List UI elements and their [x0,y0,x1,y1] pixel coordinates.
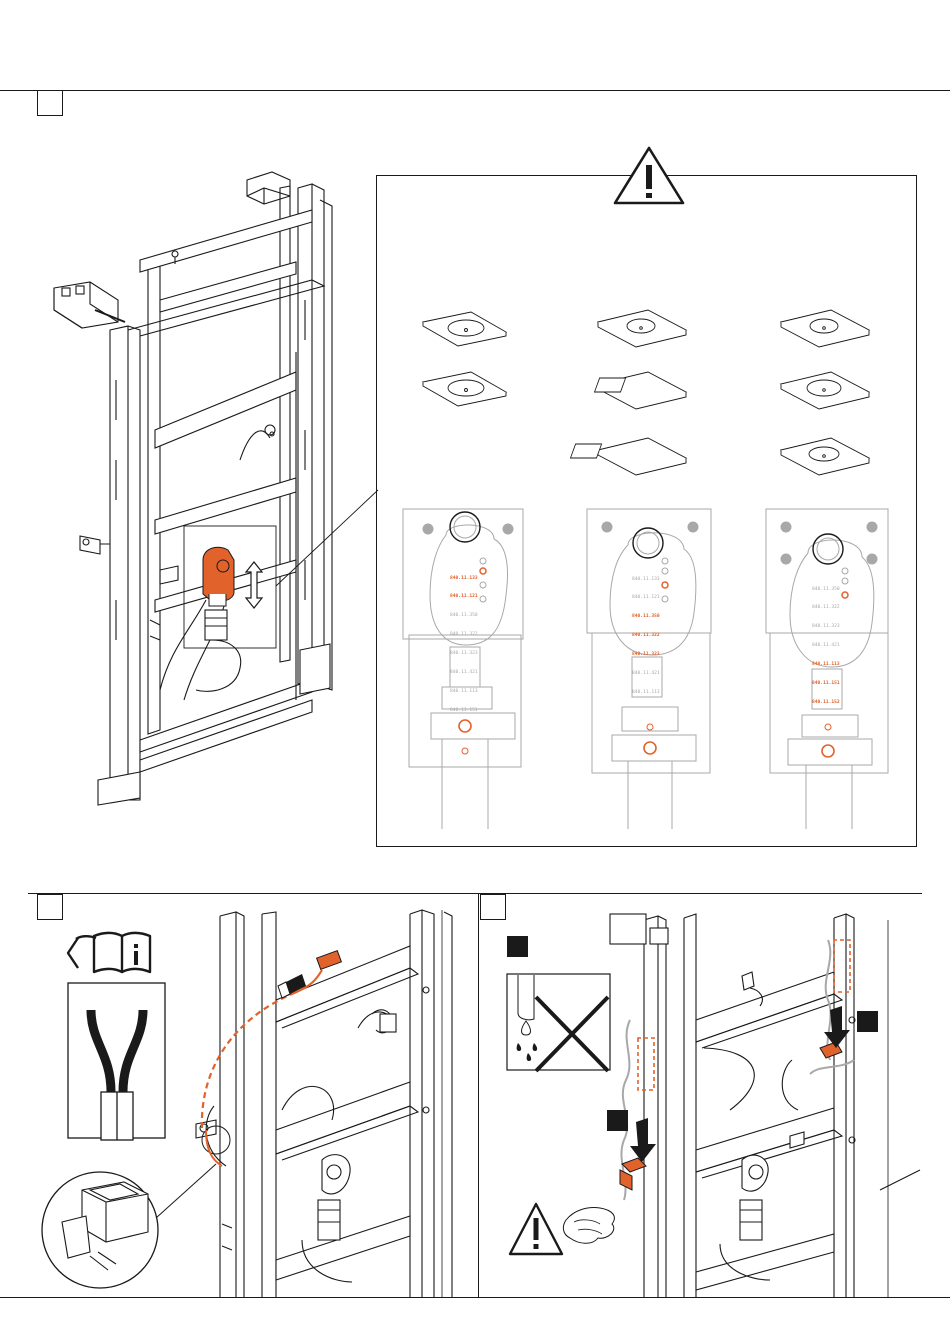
variant-code: 840.11.323 [812,624,840,630]
variant-code: 840.11.151 [450,707,478,713]
step2-frame-illustration [195,909,453,1297]
warning-cloth-icon [508,1202,615,1256]
step-box-2 [37,894,63,920]
variant-code: 840.11.113 [812,662,840,668]
variant-1-code-list: 840.11.133 840.11.121 840.11.350 840.11.… [450,563,478,720]
variant-code: 840.11.350 [812,586,840,592]
variant-code: 840.11.323 [632,652,660,658]
footer-rule [0,1297,950,1298]
variant-code: 840.11.152 [812,699,840,705]
variant-2-code-list: 840.11.133 840.11.121 840.11.350 840.11.… [632,564,660,703]
variant-code: 840.11.121 [450,594,478,600]
step3-frame-illustration [609,913,921,1297]
read-manual-info-icon [66,931,152,974]
variant-code: 840.11.113 [450,688,478,694]
siphon-diagrams [402,508,889,829]
variant-code: 840.11.421 [450,670,478,676]
variant-code: 840.11.121 [632,595,660,601]
variant-code: 840.11.133 [450,575,478,581]
variant-code: 840.11.323 [450,651,478,657]
variant-code: 840.11.421 [632,671,660,677]
variant-code: 840.11.350 [632,614,660,620]
frame-illustration [53,171,379,806]
variant-code: 840.11.421 [812,643,840,649]
variant-code: 840.11.322 [632,633,660,639]
variant-code: 840.11.113 [632,689,660,695]
step3-marker-b [607,1110,628,1131]
variant-code: 840.11.133 [632,576,660,582]
step3-marker-a [507,936,528,957]
step3-marker-c [857,1011,878,1032]
variant-code: 840.11.322 [450,632,478,638]
step-box-3 [480,894,506,920]
variant-code: 840.11.350 [450,613,478,619]
warning-triangle-icon [613,146,685,205]
cable-detail [67,982,166,1141]
variant-3-code-list: 840.11.350 840.11.322 840.11.323 840.11.… [812,574,840,713]
basin-options [421,309,871,476]
variant-code: 840.11.322 [812,605,840,611]
no-water-drip-icon [506,973,611,1073]
step-box-1 [37,90,63,116]
section-rule [28,893,922,894]
column-divider [478,893,479,1297]
connector-detail-circle [41,1163,217,1289]
header-rule [0,90,950,91]
variant-code: 840.11.151 [812,681,840,687]
